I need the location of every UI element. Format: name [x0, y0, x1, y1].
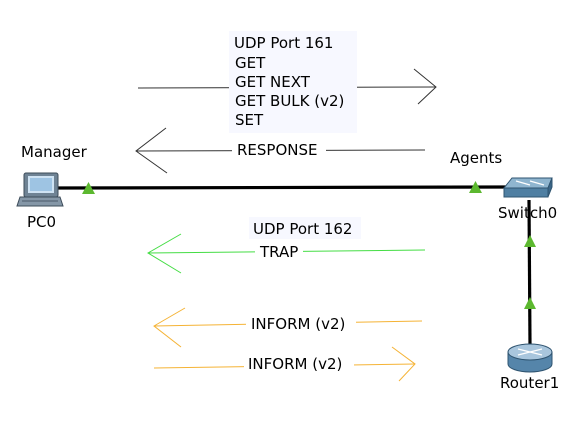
inform-response-label: INFORM (v2)	[248, 355, 342, 373]
pc-link-status-icon	[82, 182, 95, 194]
router-label: Router1	[500, 374, 559, 392]
udp-port-162-label: UDP Port 162	[253, 220, 352, 238]
router-link-status-icon	[524, 297, 536, 309]
command-get-bulk: GET BULK (v2)	[235, 92, 344, 110]
switch-icon[interactable]	[502, 177, 553, 198]
command-set: SET	[235, 111, 264, 129]
inform-request-label-box	[246, 313, 356, 335]
response-label-box	[232, 139, 326, 161]
inform-request-label: INFORM (v2)	[251, 315, 345, 333]
pc-icon[interactable]	[16, 172, 64, 207]
udp-port-162-box	[249, 217, 361, 239]
trap-label: TRAP	[259, 243, 298, 261]
trap-label-box	[255, 241, 303, 263]
manager-caption: Manager	[21, 143, 88, 161]
switch-label: Switch0	[498, 204, 557, 222]
router-icon[interactable]	[507, 343, 553, 373]
pc-switch-link	[55, 185, 513, 190]
inform-response-label-box	[244, 353, 354, 375]
switch-link-status-icon	[469, 181, 482, 193]
command-get: GET	[235, 54, 266, 72]
udp-port-161-label: UDP Port 161	[234, 34, 333, 52]
switch-downlink-status-icon	[524, 235, 536, 247]
agents-caption: Agents	[450, 149, 502, 167]
response-label: RESPONSE	[237, 141, 318, 159]
request-label-box	[229, 31, 357, 133]
command-get-next: GET NEXT	[235, 73, 311, 91]
switch-router-link	[527, 199, 532, 346]
pc-label: PC0	[27, 213, 56, 231]
